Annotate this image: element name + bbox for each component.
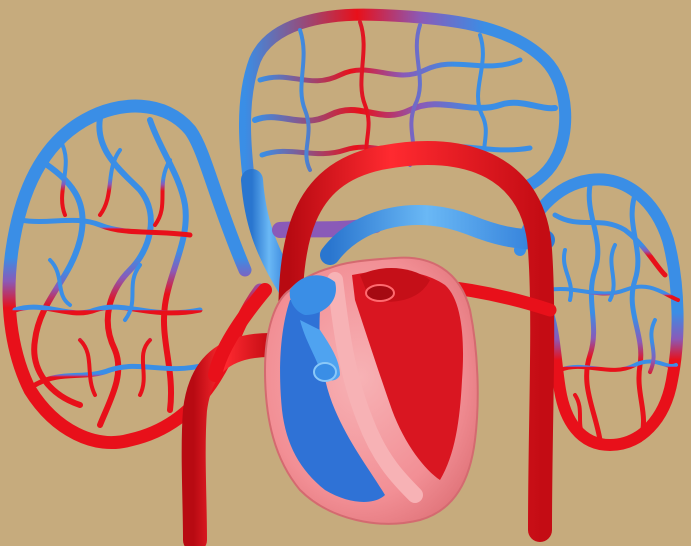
left-descending-artery	[194, 345, 270, 540]
pulmonary-valve	[314, 363, 336, 381]
left-capillary-loop	[9, 106, 260, 442]
heart	[265, 258, 478, 524]
left-loop-inner-vessel-4	[20, 220, 190, 235]
aortic-valve	[366, 285, 394, 301]
left-loop-inner-vessel-7	[60, 140, 170, 225]
top-loop-inner-vessel-1	[255, 103, 555, 121]
right-loop-inner-vessel-5	[560, 361, 676, 370]
left-loop-artery	[215, 290, 265, 375]
right-loop-inner-vessel-3	[632, 195, 643, 440]
pulmonary-vein-right	[330, 215, 545, 255]
